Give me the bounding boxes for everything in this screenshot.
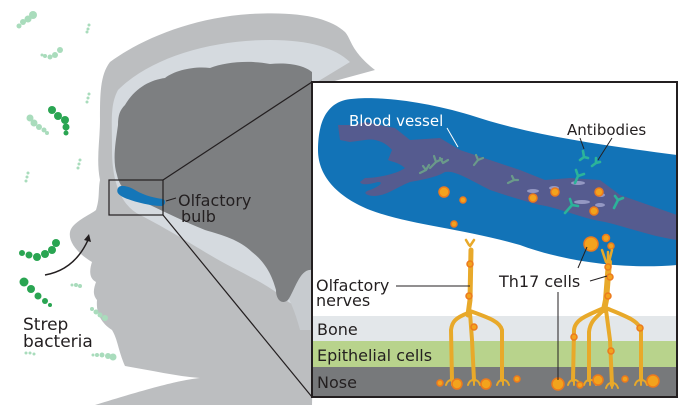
olfactory-bulb-pointer — [165, 197, 177, 202]
layer-label-bone: Bone — [317, 320, 358, 339]
brain — [114, 61, 313, 302]
olfactory-bulb-label-2: bulb — [181, 207, 216, 226]
th17-cells-tissue — [436, 260, 660, 391]
layer-nose — [312, 367, 677, 397]
olfactory-nerves-label-1: Olfactory — [316, 276, 389, 295]
th17-cells-label: Th17 cells — [498, 272, 580, 291]
inhale-arrowhead — [84, 234, 91, 242]
inhale-arrow — [44, 239, 89, 276]
antibodies-bright — [563, 149, 625, 215]
antibodies-pointer-2 — [597, 137, 613, 161]
layer-label-epithelial: Epithelial cells — [317, 346, 432, 365]
strep-label-1: Strep — [23, 315, 68, 335]
strep-label-2: bacteria — [23, 332, 93, 352]
olfactory-bulb — [117, 185, 166, 206]
inset-panel: Bone Epithelial cells Nose — [311, 81, 678, 398]
bacteria-dark — [19, 106, 70, 307]
inset-border — [311, 81, 678, 398]
th17-cells-blood — [438, 186, 615, 252]
head-silhouette — [69, 13, 375, 405]
th17-pointer-2 — [589, 275, 608, 282]
blood-vessel-pointer — [446, 127, 459, 148]
antibodies-muted — [418, 153, 520, 185]
layer-epithelial — [312, 341, 677, 367]
zoom-line-top — [162, 81, 313, 181]
zoom-line-bottom — [162, 214, 313, 398]
th17-pointer-1 — [577, 246, 588, 269]
blood-vessel-label: Blood vessel — [349, 112, 443, 130]
zoom-box — [108, 179, 164, 216]
antibodies-label: Antibodies — [567, 121, 646, 139]
antibodies-pointer-1 — [579, 137, 585, 150]
bacteria-light — [16, 11, 117, 361]
olfactory-bulb-label-1: Olfactory — [178, 191, 251, 210]
olfactory-nerves-label-2: nerves — [316, 291, 370, 310]
layer-label-nose: Nose — [317, 373, 357, 392]
